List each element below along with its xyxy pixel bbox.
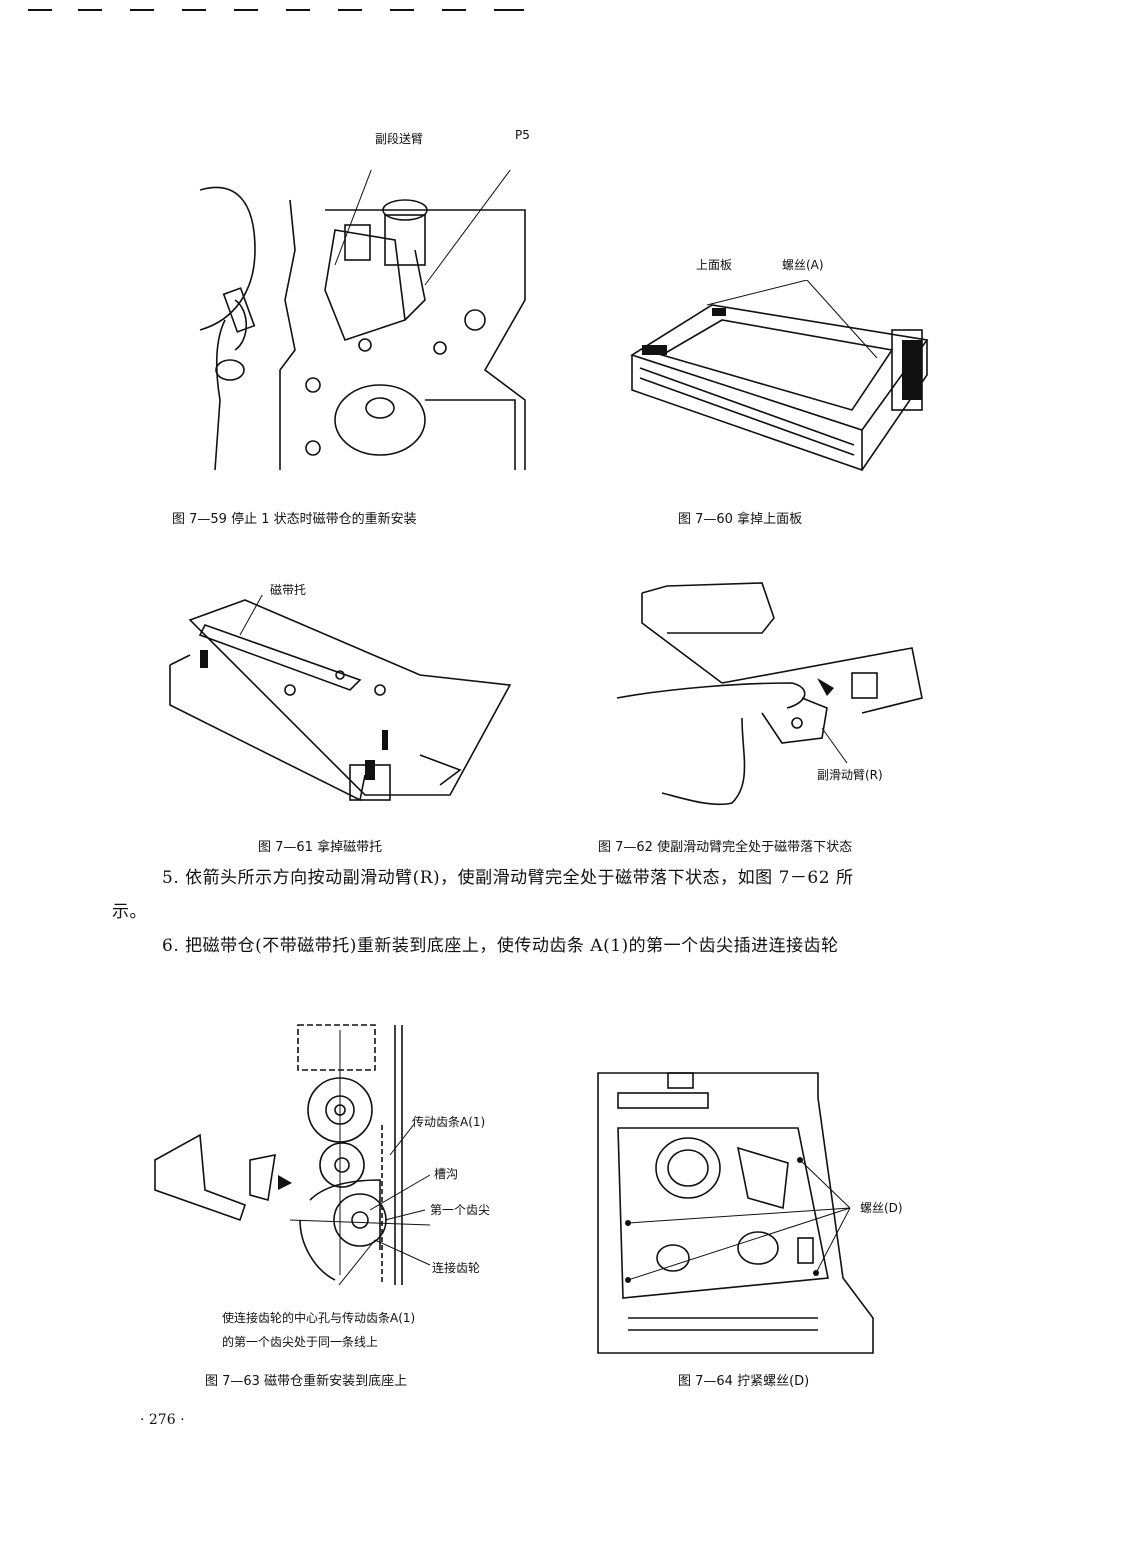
tape-deck-illustration bbox=[630, 280, 929, 472]
figure-7-61: 磁带托 bbox=[160, 583, 520, 820]
label-drive-rack: 传动齿条A(1) bbox=[412, 1115, 486, 1129]
gear-rack-illustration bbox=[154, 1024, 431, 1285]
caption-7-62: 图 7—62 使副滑动臂完全处于磁带落下状态 bbox=[598, 840, 853, 855]
label-screw-a: 螺丝(A) bbox=[782, 258, 824, 272]
label-first-tooth: 第一个齿尖 bbox=[430, 1203, 491, 1217]
mechanism-illustration bbox=[199, 170, 526, 471]
label-screw-d: 螺丝(D) bbox=[860, 1201, 903, 1215]
caption-7-59: 图 7—59 停止 1 状态时磁带仓的重新安装 bbox=[172, 512, 417, 527]
label-connecting-gear: 连接齿轮 bbox=[432, 1261, 481, 1275]
caption-7-64: 图 7—64 拧紧螺丝(D) bbox=[678, 1374, 810, 1389]
caption-7-63: 图 7—63 磁带仓重新安装到底座上 bbox=[205, 1374, 408, 1389]
label-sub-slide-arm: 副滑动臂(R) bbox=[817, 768, 883, 782]
paragraph-5-line2: 示。 bbox=[112, 902, 147, 922]
label-cassette-holder: 磁带托 bbox=[270, 583, 307, 597]
label-p5: P5 bbox=[515, 128, 530, 142]
label-note-line2: 的第一个齿尖处于同一条线上 bbox=[222, 1335, 379, 1349]
label-top-panel: 上面板 bbox=[696, 258, 733, 272]
figure-7-63: 传动齿条A(1) 槽沟 第一个齿尖 连接齿轮 使连接齿轮的中心孔与传动齿条A(1… bbox=[150, 1015, 510, 1349]
cassette-holder-illustration bbox=[169, 595, 512, 802]
label-sub-arm: 副段送臂 bbox=[375, 132, 424, 146]
caption-7-61: 图 7—61 拿掉磁带托 bbox=[258, 840, 383, 855]
figure-7-64: 螺丝(D) bbox=[588, 1068, 903, 1358]
caption-7-60: 图 7—60 拿掉上面板 bbox=[678, 512, 803, 527]
figure-7-59: 副段送臂 P5 bbox=[195, 128, 530, 480]
chassis-illustration bbox=[597, 1072, 874, 1354]
label-note-line1: 使连接齿轮的中心孔与传动齿条A(1) bbox=[222, 1311, 416, 1325]
page-number: · 276 · bbox=[140, 1412, 185, 1428]
figure-7-62: 副滑动臂(R) bbox=[612, 578, 942, 813]
label-groove: 槽沟 bbox=[434, 1167, 459, 1181]
slide-arm-illustration bbox=[616, 582, 923, 806]
paragraph-6-line1: 6. 把磁带仓(不带磁带托)重新装到底座上，使传动齿条 A(1)的第一个齿尖插进… bbox=[162, 936, 839, 956]
header-dashes bbox=[28, 9, 524, 11]
figure-7-60: 上面板 螺丝(A) bbox=[622, 258, 942, 480]
paragraph-5-line1: 5. 依箭头所示方向按动副滑动臂(R)，使副滑动臂完全处于磁带落下状态，如图 7… bbox=[162, 868, 854, 888]
